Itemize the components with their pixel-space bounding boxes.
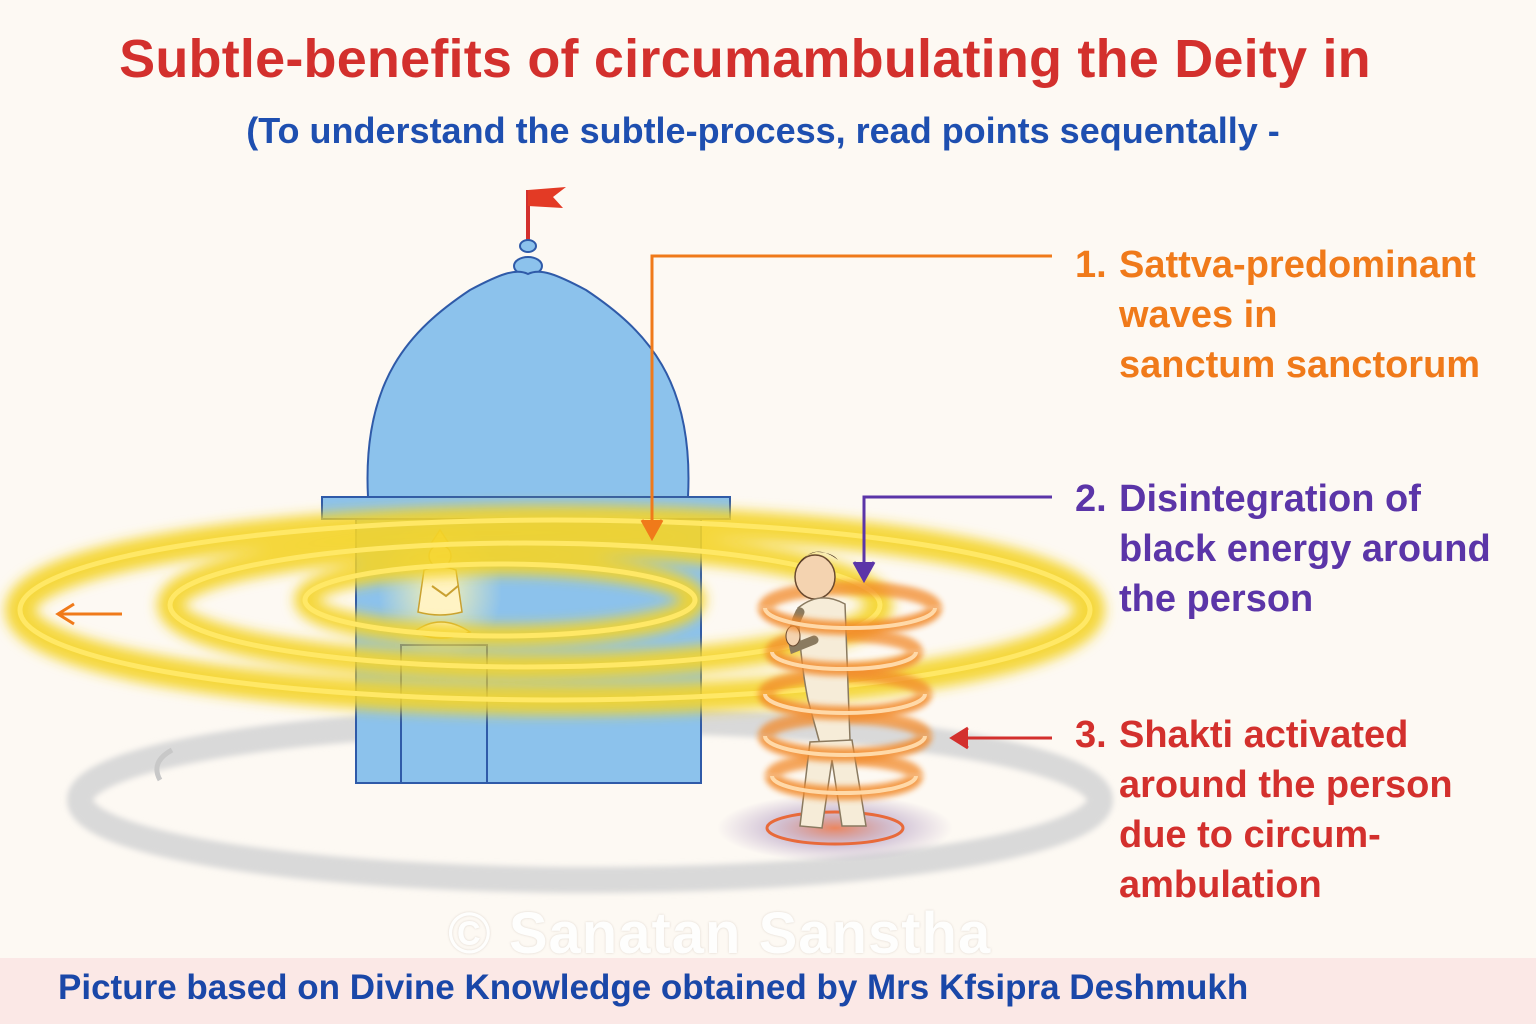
point-1-line-2: waves in [1119, 294, 1278, 336]
leader-line-2 [852, 495, 1052, 584]
point-1-number: 1. [1075, 244, 1107, 286]
path-arrow-icon [154, 747, 174, 782]
leader-line-3 [949, 726, 1052, 750]
point-2-line-1: Disintegration of [1119, 478, 1421, 520]
person-figure [717, 551, 953, 862]
point-3-line-1: Shakti activated [1119, 714, 1409, 756]
watermark: © Sanatan Sanstha [448, 901, 992, 966]
sattva-spiral [5, 505, 1105, 715]
footer-credit: Picture based on Divine Knowledge obtain… [58, 968, 1249, 1007]
point-3-line-2: around the person [1119, 764, 1453, 806]
point-2-number: 2. [1075, 478, 1107, 520]
leader-line-1 [640, 254, 1052, 542]
point-3-number: 3. [1075, 714, 1107, 756]
page-subtitle: (To understand the subtle-process, read … [246, 110, 1280, 151]
spiral-arrow-icon [55, 602, 122, 626]
point-1-line-3: sanctum sanctorum [1119, 344, 1481, 386]
flag-icon [528, 187, 566, 208]
point-2-line-3: the person [1119, 578, 1314, 620]
footer-bar: Picture based on Divine Knowledge obtain… [0, 958, 1536, 1024]
point-3-line-4: ambulation [1119, 864, 1322, 906]
point-2-line-2: black energy around [1119, 528, 1491, 570]
point-1-line-1: Sattva-predominant [1119, 244, 1476, 286]
temple-dome [366, 270, 690, 498]
point-3-line-3: due to circum- [1119, 814, 1381, 856]
page-title: Subtle-benefits of circumambulating the … [119, 29, 1371, 89]
